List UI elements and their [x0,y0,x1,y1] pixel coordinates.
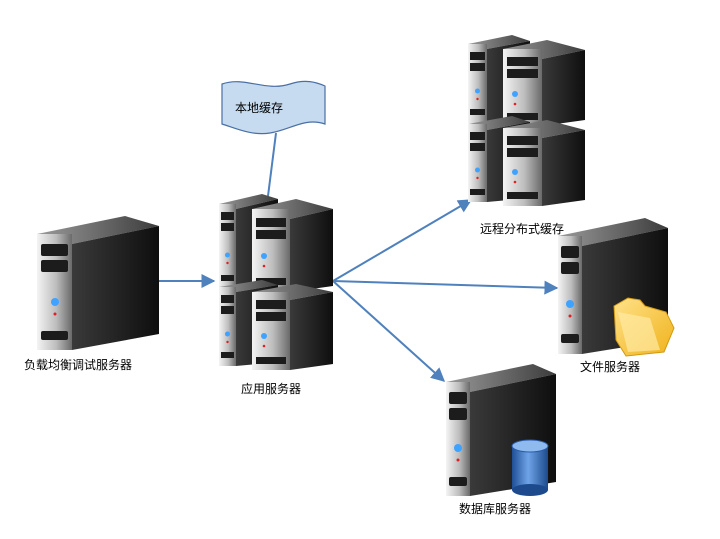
line-app-to-local-cache [267,132,277,197]
local-cache-flag [221,80,326,135]
arrow-app-to-file-server [332,280,559,295]
cache-server-unit-4 [503,120,585,206]
app-server-unit-4 [252,284,333,370]
app-server-unit-2 [252,199,333,292]
file-server-label: 文件服务器 [580,360,641,374]
arrow-app-to-db-server [332,280,446,382]
db-server-icon [446,364,556,496]
load-balancer-label: 负载均衡调试服务器 [24,358,133,372]
database-cylinder-icon [511,439,549,496]
connector-arrows [158,132,559,382]
distributed-cache-cluster-icon [468,35,585,206]
local-cache-label: 本地缓存 [235,101,284,115]
app-server-cluster-icon [219,194,333,370]
file-server-icon [558,218,675,357]
app-server-label: 应用服务器 [241,382,302,396]
cache-server-unit-2 [503,40,585,126]
arrow-app-to-distributed-cache [332,199,473,282]
db-server-label: 数据库服务器 [459,502,532,516]
distributed-cache-label: 远程分布式缓存 [480,222,565,236]
load-balancer-server-icon [37,216,159,350]
folder-icon [613,297,675,357]
